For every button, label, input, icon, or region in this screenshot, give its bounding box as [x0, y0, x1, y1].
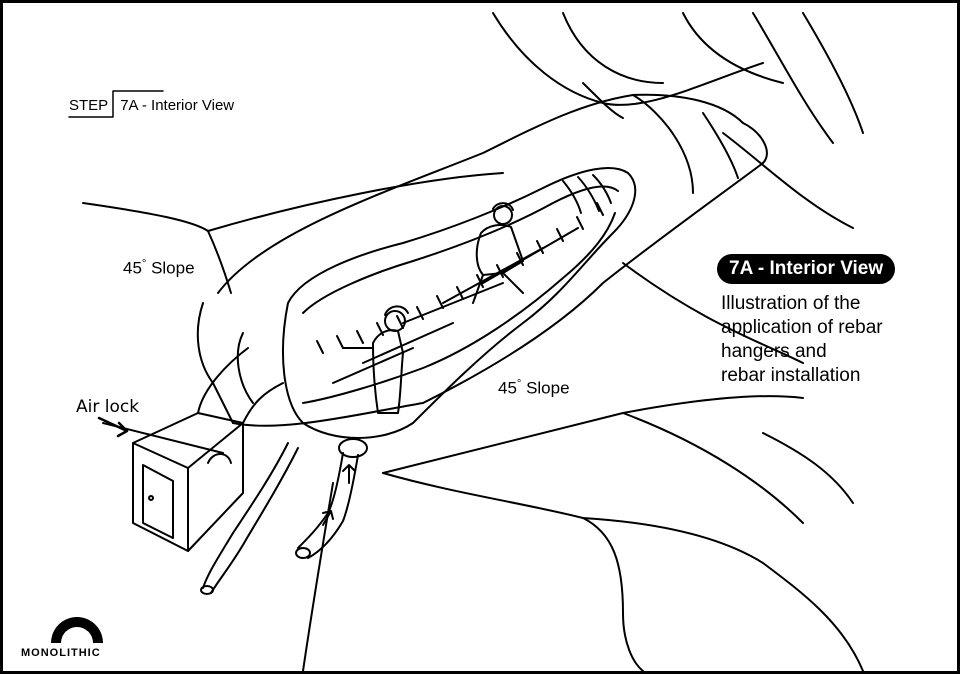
- airflow-arrow-icon: [342, 464, 356, 484]
- slope-label-left: 45° Slope: [123, 258, 195, 279]
- logo-text: MONOLITHIC: [21, 647, 101, 659]
- degree-sign: °: [516, 378, 522, 390]
- callout-line: rebar installation: [721, 365, 861, 386]
- callout-line: application of rebar: [721, 317, 883, 338]
- step-title: 7A - Interior View: [120, 97, 235, 114]
- callout-line: Illustration of the: [721, 293, 861, 314]
- step-word: STEP: [69, 97, 109, 114]
- slope-word: Slope: [526, 378, 570, 398]
- degree-sign: °: [141, 258, 147, 270]
- slope-word: Slope: [151, 258, 195, 278]
- terrain-lines: [82, 12, 864, 671]
- air-lock-label: Air lock: [76, 397, 140, 417]
- step-label: STEP 7A - Interior View: [69, 97, 234, 115]
- air-lock-box: [132, 347, 284, 552]
- construction-illustration: [68, 12, 864, 671]
- slope-angle: 45: [123, 258, 142, 278]
- step-box-lines: [68, 90, 164, 118]
- callout-line: hangers and: [721, 341, 827, 362]
- hoses: [200, 438, 368, 595]
- airflow-arrow-icon: [322, 510, 334, 526]
- logo-dome-icon: [51, 617, 103, 643]
- callout-description: Illustration of the application of rebar…: [721, 292, 951, 388]
- slope-label-right: 45° Slope: [498, 378, 570, 399]
- airlock-arrow-icon: [97, 416, 129, 438]
- worker-figures: [342, 202, 524, 414]
- monolithic-logo: MONOLITHIC: [21, 615, 131, 661]
- slope-angle: 45: [498, 378, 517, 398]
- callout-title: 7A - Interior View: [717, 254, 896, 284]
- tunnel-tube: [196, 93, 768, 427]
